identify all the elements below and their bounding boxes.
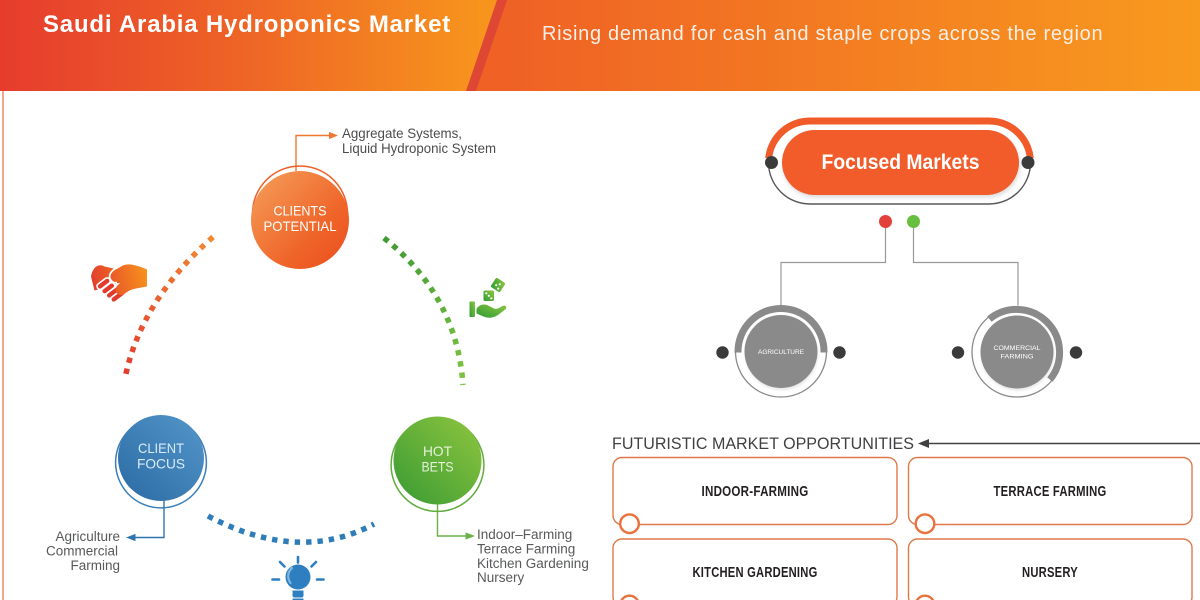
svg-text:Commercial: Commercial bbox=[46, 544, 118, 559]
svg-text:Liquid Hydroponic System: Liquid Hydroponic System bbox=[342, 140, 496, 156]
svg-text:Aggregate Systems,: Aggregate Systems, bbox=[342, 125, 462, 141]
svg-text:Agriculture: Agriculture bbox=[55, 529, 120, 544]
svg-text:Terrace Farming: Terrace Farming bbox=[477, 542, 575, 557]
svg-text:FUTURISTIC MARKET OPPORTUNITIE: FUTURISTIC MARKET OPPORTUNITIES bbox=[612, 435, 914, 453]
svg-text:Indoor–Farming: Indoor–Farming bbox=[477, 527, 572, 542]
svg-text:HOT: HOT bbox=[423, 443, 452, 459]
svg-text:POTENTIAL: POTENTIAL bbox=[264, 218, 337, 234]
svg-text:CLIENT: CLIENT bbox=[138, 440, 184, 456]
svg-text:AGRICULTURE: AGRICULTURE bbox=[758, 349, 805, 356]
svg-text:COMMERCIAL: COMMERCIAL bbox=[994, 345, 1041, 352]
svg-text:TERRACE FARMING: TERRACE FARMING bbox=[994, 483, 1107, 500]
svg-text:Kitchen Gardening: Kitchen Gardening bbox=[477, 556, 589, 571]
svg-text:FOCUS: FOCUS bbox=[137, 456, 185, 472]
svg-text:FARMING: FARMING bbox=[1001, 354, 1034, 361]
svg-text:Farming: Farming bbox=[70, 558, 120, 573]
svg-text:CLIENTS: CLIENTS bbox=[274, 203, 327, 219]
svg-text:NURSERY: NURSERY bbox=[1022, 564, 1078, 581]
svg-text:INDOOR-FARMING: INDOOR-FARMING bbox=[702, 483, 809, 500]
svg-text:BETS: BETS bbox=[422, 459, 454, 475]
svg-text:Focused Markets: Focused Markets bbox=[822, 150, 980, 174]
svg-text:Nursery: Nursery bbox=[477, 570, 525, 585]
svg-text:KITCHEN GARDENING: KITCHEN GARDENING bbox=[693, 564, 818, 581]
